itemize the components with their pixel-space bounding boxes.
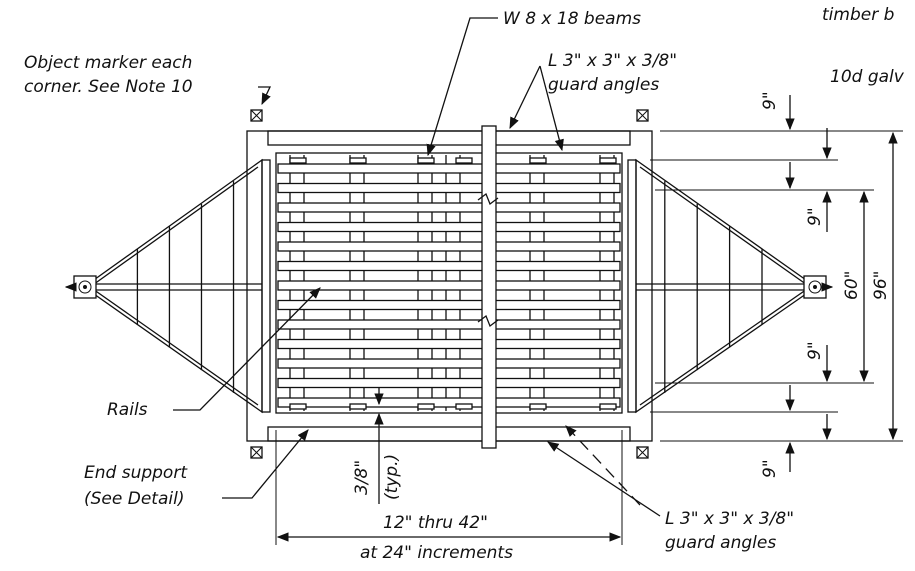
- beam-tab: [349, 157, 367, 164]
- guard-top-label-line2: guard angles: [548, 75, 659, 95]
- bottom-guard-angle: [267, 426, 631, 442]
- gap-value-label: 3/8": [352, 460, 372, 495]
- beams-label: W 8 x 18 beams: [503, 9, 641, 29]
- rails-group: [277, 163, 621, 408]
- beam-tab: [529, 403, 547, 410]
- object-marker-icon-tl: [250, 109, 263, 122]
- right-approach-frame: [635, 158, 818, 414]
- object-marker-icon-bl: [250, 446, 263, 459]
- guard-bottom-label-line2: guard angles: [665, 533, 776, 553]
- deck-boundary: [275, 152, 623, 414]
- dim-9-a-label: 9": [760, 91, 780, 110]
- guard-bottom-dash-leader: [565, 425, 641, 506]
- rails-label: Rails: [107, 400, 148, 420]
- rail: [277, 377, 621, 389]
- beam-tab: [289, 403, 307, 410]
- beam-tab: [289, 157, 307, 164]
- dim-9-b-label: 9": [805, 207, 825, 226]
- span-label: 12" thru 42": [383, 513, 488, 533]
- break-column: [481, 125, 497, 449]
- gap-note-label: (typ.): [382, 454, 402, 500]
- break-symbol-bottom: [477, 314, 499, 328]
- dim-60-label: 60": [842, 271, 862, 300]
- beam-tabs-group: [289, 157, 617, 410]
- rail: [277, 241, 621, 252]
- beam-tab: [349, 403, 367, 410]
- end-support-label-line1: End support: [84, 463, 188, 483]
- rail: [277, 319, 621, 330]
- end-support-label-line2: (See Detail): [84, 489, 184, 509]
- object-marker-icon-br: [636, 446, 649, 459]
- rail: [277, 397, 621, 408]
- beam-tab: [455, 157, 473, 164]
- increments-label: at 24" increments: [360, 543, 513, 563]
- beam-tab: [599, 157, 617, 164]
- rail: [277, 202, 621, 213]
- beams-leader: [426, 17, 498, 157]
- break-symbol-top: [477, 192, 499, 206]
- left-approach-frame: [82, 158, 263, 414]
- guard-top-label-line1: L 3" x 3" x 3/8": [548, 51, 677, 71]
- beam-tab: [455, 403, 473, 410]
- beam-tab: [417, 403, 435, 410]
- dim-9-c-label: 9": [805, 341, 825, 360]
- beam-tab: [417, 157, 435, 164]
- beam-tab: [599, 403, 617, 410]
- right-hitch-icon: [803, 275, 834, 299]
- rail: [277, 163, 621, 174]
- rail: [277, 338, 621, 350]
- top-guard-angle: [267, 130, 631, 146]
- rail: [277, 260, 621, 272]
- guard-top-leader2: [539, 65, 564, 152]
- marker-label-line1: Object marker each: [24, 53, 192, 73]
- left-end-support: [261, 159, 271, 413]
- guard-bottom-label-line1: L 3" x 3" x 3/8": [665, 509, 794, 529]
- object-marker-icon-tr: [636, 109, 649, 122]
- guard-top-leader: [509, 65, 541, 130]
- rail: [277, 280, 621, 291]
- rail: [277, 358, 621, 369]
- marker-leader: [258, 86, 272, 106]
- rail: [277, 299, 621, 311]
- right-end-support: [627, 159, 637, 413]
- left-hitch-icon: [64, 275, 97, 299]
- marker-label-line2: corner. See Note 10: [24, 77, 193, 97]
- beam-tab: [529, 157, 547, 164]
- rails-leader: [173, 287, 321, 411]
- rail: [277, 182, 621, 194]
- end-support-leader: [222, 429, 309, 499]
- dim-9-d-label: 9": [760, 459, 780, 478]
- rail: [277, 221, 621, 233]
- nails-label: 10d galv: [830, 67, 905, 87]
- guard-bottom-leader: [547, 441, 661, 517]
- timber-label: timber b: [822, 5, 894, 25]
- dim-96-label: 96": [871, 271, 891, 300]
